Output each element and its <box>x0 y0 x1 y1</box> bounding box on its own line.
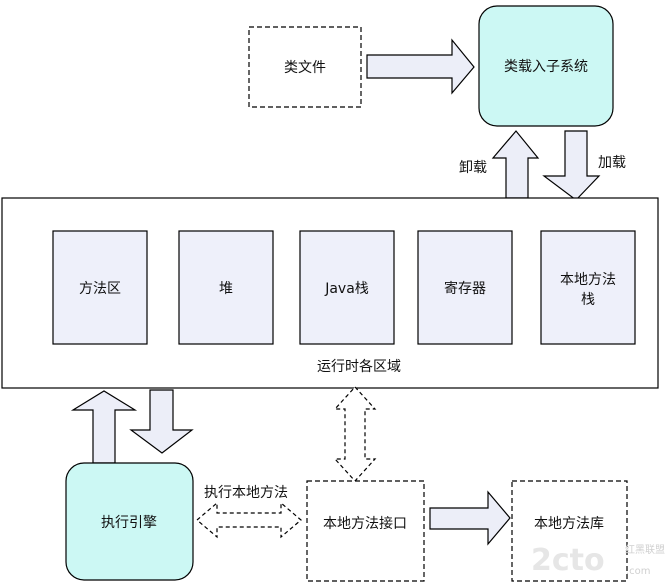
arrow-runtime-native-interface <box>333 386 377 482</box>
java-stack-label: Java栈 <box>324 281 369 297</box>
class-file-box <box>248 26 362 108</box>
heap-label: 堆 <box>219 281 233 297</box>
watermark-logo: 2cto <box>531 543 605 578</box>
classloader-label: 类载入子系统 <box>504 59 588 75</box>
method-area-box <box>52 230 148 345</box>
unload-label: 卸载 <box>459 160 487 176</box>
native-interface-label: 本地方法接口 <box>323 515 407 532</box>
native-interface-box <box>306 480 425 582</box>
load-label: 加载 <box>598 155 626 171</box>
arrow-unload <box>491 130 540 199</box>
native-stack-label-line1: 本地方法 <box>560 272 616 288</box>
exec-native-label: 执行本地方法 <box>204 485 288 501</box>
execution-engine-box <box>65 462 194 581</box>
class-file-label: 类文件 <box>284 60 326 76</box>
native-library-box <box>511 480 628 582</box>
watermark-site: 红黑联盟 <box>625 543 665 556</box>
watermark-url: .com <box>626 566 651 577</box>
arrow-class-file-to-loader <box>366 38 475 95</box>
native-stack-box <box>540 230 636 345</box>
arrow-load <box>542 130 601 201</box>
arrow-engine-down <box>129 389 194 454</box>
registers-label: 寄存器 <box>444 280 486 297</box>
heap-box <box>178 230 274 345</box>
java-stack-box <box>299 230 395 345</box>
runtime-area-label: 运行时各区域 <box>317 359 401 375</box>
classloader-box <box>478 5 614 127</box>
native-stack-label-line2: 栈 <box>581 292 595 308</box>
arrow-engine-up <box>70 390 138 464</box>
registers-box <box>417 230 513 345</box>
arrow-interface-to-library <box>429 490 511 546</box>
arrow-engine-native-interface <box>196 501 302 539</box>
execution-engine-label: 执行引擎 <box>101 515 157 531</box>
method-area-label: 方法区 <box>79 281 121 297</box>
native-library-label: 本地方法库 <box>534 516 604 532</box>
